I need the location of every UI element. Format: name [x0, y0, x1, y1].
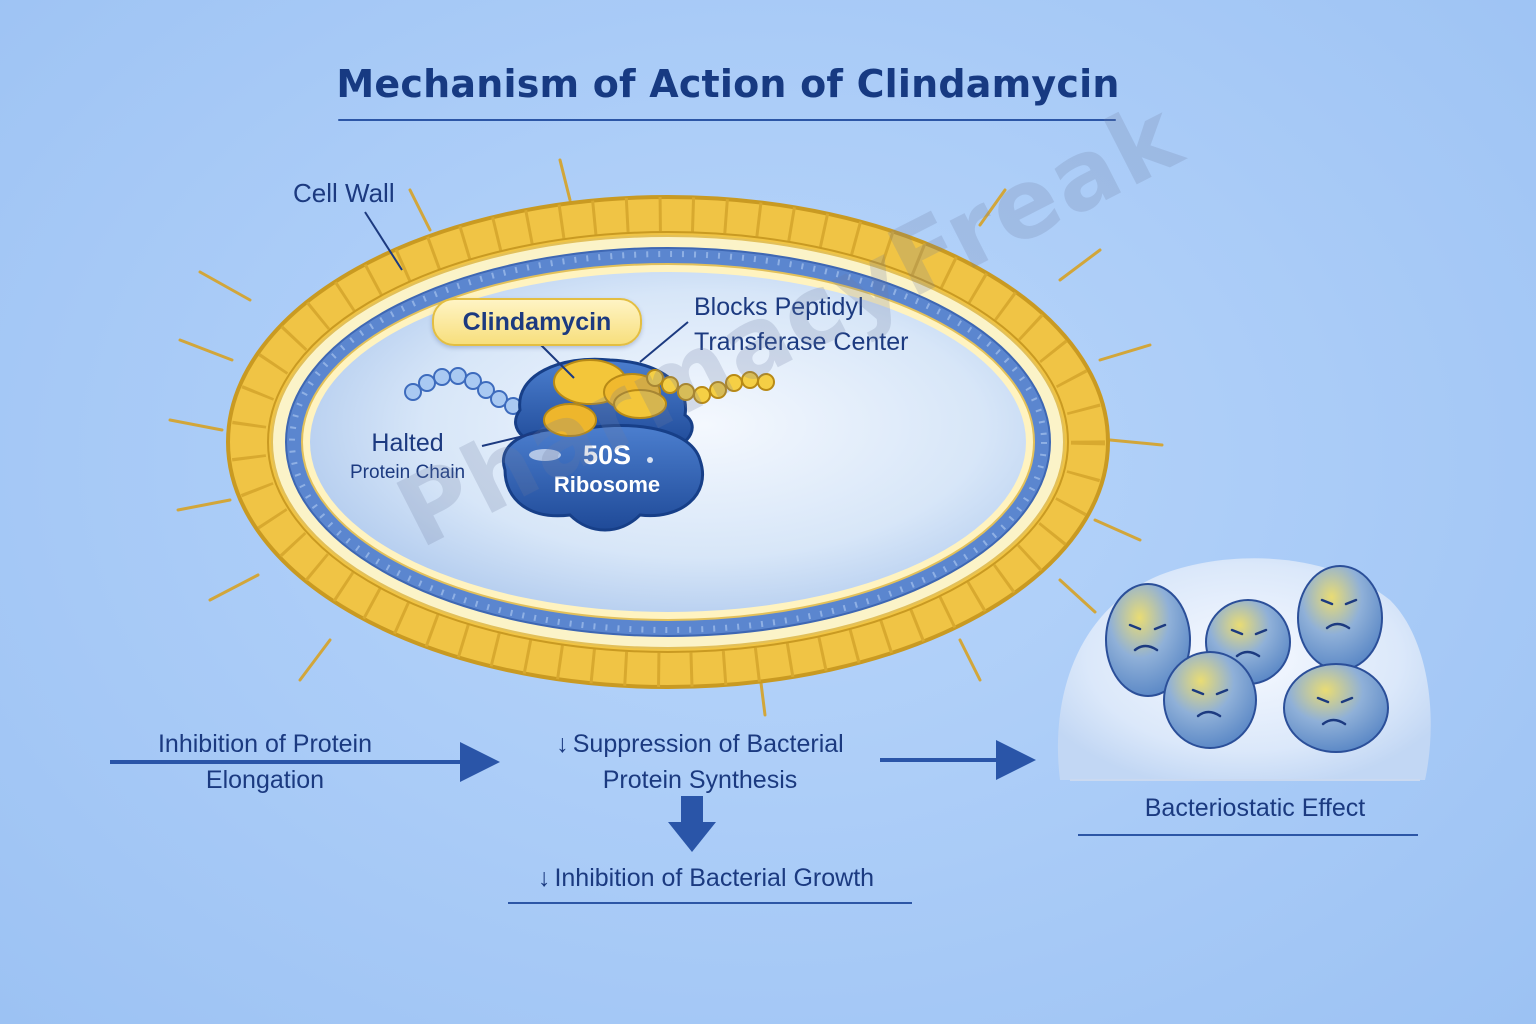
ribosome-label-line1: 50S: [582, 440, 632, 470]
cell-wall-pili: [168, 158, 1164, 717]
peptidyl-transferase-label-line1: Blocks Peptidyl: [694, 293, 864, 321]
peptidyl-transferase-label-line2: Transferase Center: [694, 328, 909, 356]
inhibited-bacteria-illustration: [1057, 558, 1431, 781]
flow-step1-line2: Elongation: [205, 766, 325, 794]
cell-wall-label: Cell Wall: [293, 178, 395, 208]
halted-pointer: [481, 431, 541, 447]
flow-step-bacterial-growth: ↓Inhibition of Bacterial Growth: [506, 860, 906, 896]
arrow-step2-to-step3: [668, 796, 716, 852]
page-title: Mechanism of Action of Clindamycin: [336, 62, 1120, 106]
cell-wall-segments: [231, 197, 1105, 687]
flow-step3-text: Inhibition of Bacterial Growth: [554, 864, 875, 892]
flow-step-protein-synthesis: ↓Suppression of Bacterial Protein Synthe…: [520, 726, 880, 798]
down-arrow-icon: ↓: [537, 864, 551, 892]
ribosome-label: 50S Ribosome: [532, 440, 682, 500]
cell-wall-pointer: [364, 211, 403, 271]
flow-step2-line2: Protein Synthesis: [602, 766, 798, 794]
flow-step1-line1: Inhibition of Protein: [157, 730, 373, 758]
clindamycin-molecule: [543, 359, 667, 437]
bacteriostatic-effect-label: Bacteriostatic Effect: [1144, 794, 1366, 822]
halted-label-line1: Halted: [371, 429, 444, 457]
halted-protein-chain-label: Halted Protein Chain: [350, 428, 465, 488]
step3-underline: [508, 902, 912, 904]
blocks-pointer: [639, 321, 689, 363]
halted-label-line2: Protein Chain: [350, 462, 466, 483]
flow-step2-line1: Suppression of Bacterial: [572, 730, 844, 758]
clindamycin-label: Clindamycin: [432, 298, 642, 346]
down-arrow-icon: ↓: [556, 730, 569, 758]
ribosome-label-line2: Ribosome: [553, 472, 661, 497]
flow-step-protein-elongation: Inhibition of Protein Elongation: [120, 726, 410, 798]
title-underline: [338, 119, 1116, 121]
peptide-chain-yellow: [646, 369, 775, 404]
effect-underline: [1078, 834, 1418, 836]
peptidyl-transferase-label: Blocks Peptidyl Transferase Center: [694, 290, 908, 360]
